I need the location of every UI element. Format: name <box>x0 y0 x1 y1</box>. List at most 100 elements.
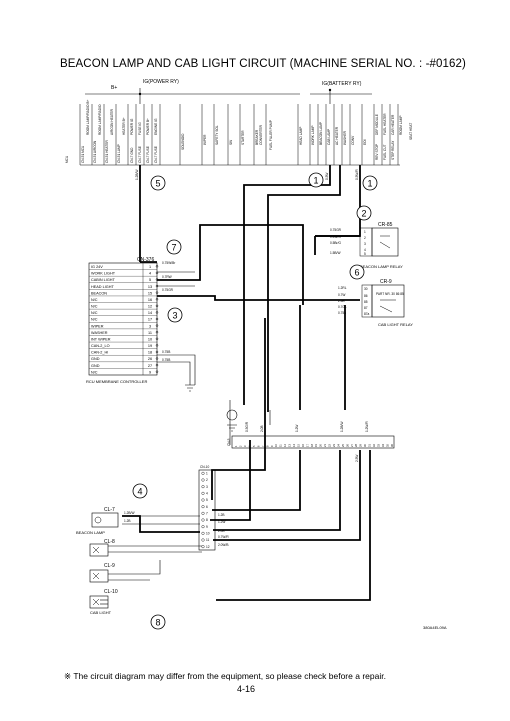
mcu-left-func-3: HEATER B+ <box>122 117 126 135</box>
mcu-mid-group-1: CN-7 FUSE <box>138 146 142 163</box>
cr85-wire-0: 0.75GR <box>330 228 342 232</box>
cn5-pin: 32 <box>372 444 376 447</box>
cn376-row-fn: WIPER <box>91 324 104 328</box>
mcu-mid-group-2: CN-7 FUSE <box>146 146 150 163</box>
ground-symbol <box>185 384 238 432</box>
cr9-relay: CR-9 CAB LIGHT RELAY PART NR. 30 86 85 3… <box>338 279 413 327</box>
mcu-r3-0: HEAD LAMP <box>299 127 303 145</box>
cn5-pin: 30 <box>363 444 367 447</box>
cn10-pin: 12 <box>206 545 210 549</box>
cn5-pin: 28 <box>354 444 358 447</box>
cn376-row-fn: INT WIPER <box>91 337 111 341</box>
cr85-pin-5: 5 <box>364 252 366 256</box>
cn376-row-fn: WASHER <box>91 331 108 335</box>
cn376-row-pin: 18 <box>148 351 152 355</box>
cn10-pin-marker <box>201 485 205 489</box>
cr85-wire-3: 1.5B/W <box>330 251 340 255</box>
callout-5-number: 5 <box>155 179 160 189</box>
cn5-pin: 8 <box>265 445 269 447</box>
callout-6-number: 6 <box>354 268 359 278</box>
cr9-wire-2: 2.5B <box>338 299 345 303</box>
callout-3-number: 3 <box>172 311 177 321</box>
callout-8 <box>150 614 166 630</box>
cn376-pin-marker <box>155 291 159 294</box>
callout-1a-number: 1 <box>313 176 318 186</box>
mcu-r2-4: BREAKER <box>255 129 259 145</box>
cn376-row-pin: 15 <box>148 291 152 295</box>
cn10-wire-1: 1.2W <box>218 520 225 524</box>
page-number: 4-16 <box>237 684 256 694</box>
cr85-relay: CR-85 BEACON LAMP RELAY 1 2 3 4 5 0.75GR… <box>330 222 403 269</box>
callout-1b <box>362 175 378 191</box>
cn376-row-fn: IG 24V <box>91 265 103 269</box>
mcu-left-group-0: CN-51 MCU <box>81 145 85 163</box>
cr85-relay-label: BEACON LAMP RELAY <box>360 264 403 269</box>
mcu-left-group-2: CN-51 HEATER <box>105 140 109 163</box>
cn5-pin: 24 <box>336 444 340 447</box>
bus-junction <box>328 88 332 92</box>
cn376-row-fn: N/C <box>91 305 98 309</box>
wire-label-5: 2.0B <box>260 425 264 432</box>
mcu-left-func-1: ROOM LAMP/RADIO <box>98 104 102 135</box>
mcu-r4-1: REV STOP <box>375 144 379 160</box>
cn376-row-pin: 26 <box>148 357 152 361</box>
cn376-pin-marker <box>155 350 159 354</box>
cr9-name: CR-9 <box>380 279 392 285</box>
cn376-row-fn: BEACON <box>91 291 107 295</box>
cn376-wire-4: 0.75B <box>162 358 170 362</box>
cn10-pin: 6 <box>206 505 208 509</box>
cr9-relay-label: CAB LIGHT RELAY <box>378 322 413 327</box>
cl7-wire-1: 1.2B <box>124 519 131 523</box>
cn376-row-fn: CAN-2_HI <box>91 351 108 355</box>
cn376-row-pin: 12 <box>148 305 152 309</box>
cn5-pin: 2 <box>239 445 243 447</box>
mcu-r2-3: STARTER <box>241 130 245 145</box>
callout-8-number: 8 <box>155 618 160 628</box>
cn376-row-fn: GND <box>91 357 100 361</box>
cn5-pin: 19 <box>314 444 318 447</box>
wire-label-8: 2.5W <box>355 455 359 462</box>
bplus-label: B+ <box>111 85 117 91</box>
callout-1a <box>308 172 324 188</box>
cn376-row-fn: GND <box>91 364 100 368</box>
cn5-pin: 23 <box>332 444 336 447</box>
cn10-wire-3: 0.7W/R <box>218 535 229 539</box>
wire-label-6: 0.5G/R <box>245 421 249 432</box>
mcu-mid-func-1: FUSE IG <box>138 122 142 135</box>
cn10-pin: 11 <box>206 538 210 542</box>
mcu-r3-2: BEACON LAMP <box>319 122 323 145</box>
cn10-wire-0: 1.2B <box>218 513 225 517</box>
cl7-wire-0: 1.2B/W <box>124 511 134 515</box>
wire-label-2: 0.5W/R <box>355 169 359 180</box>
ig-battery-label: IG(BATTERY RY) <box>322 81 362 87</box>
cr9-pin-4: 87a <box>364 312 370 316</box>
cr85-pin-3: 3 <box>364 242 366 246</box>
mcu-r3-4: AC HEATER <box>335 126 339 145</box>
callout-4-number: 4 <box>137 487 142 497</box>
cn5-pin: 26 <box>345 444 349 447</box>
cn10-pin: 10 <box>206 532 210 536</box>
cn10-name: CN-10 <box>200 465 209 469</box>
cr9-pin-1: 86 <box>364 294 368 298</box>
cn376-pin-marker <box>155 298 159 301</box>
mcu-left-func-0: ROOM LAMP/RADIO B+ <box>86 100 90 135</box>
mcu-left-func-2: AIRCON HEATER <box>110 108 114 135</box>
callout-2 <box>356 205 372 221</box>
mcu-r4-2: FUEL CUT <box>383 144 387 160</box>
cn5-pin: 17 <box>305 444 309 447</box>
cn10-pin-marker <box>201 471 205 475</box>
cl8-name: CL-8 <box>104 539 115 545</box>
mcu-rf4-1: FUEL HEATER <box>383 113 387 135</box>
cn5-pin: 11 <box>279 444 283 447</box>
cr85-pin-4: 4 <box>364 248 366 252</box>
wire-label-4: 1.2B/W <box>340 422 344 432</box>
mcu-mid-func-3: ENGINE IG <box>154 118 158 135</box>
cn376-pin-marker <box>155 304 159 308</box>
cr9-pin-0: 30 <box>364 287 368 291</box>
cn376-row-fn: CABIN LIGHT <box>91 278 116 282</box>
cn10-pin-marker <box>201 511 205 515</box>
